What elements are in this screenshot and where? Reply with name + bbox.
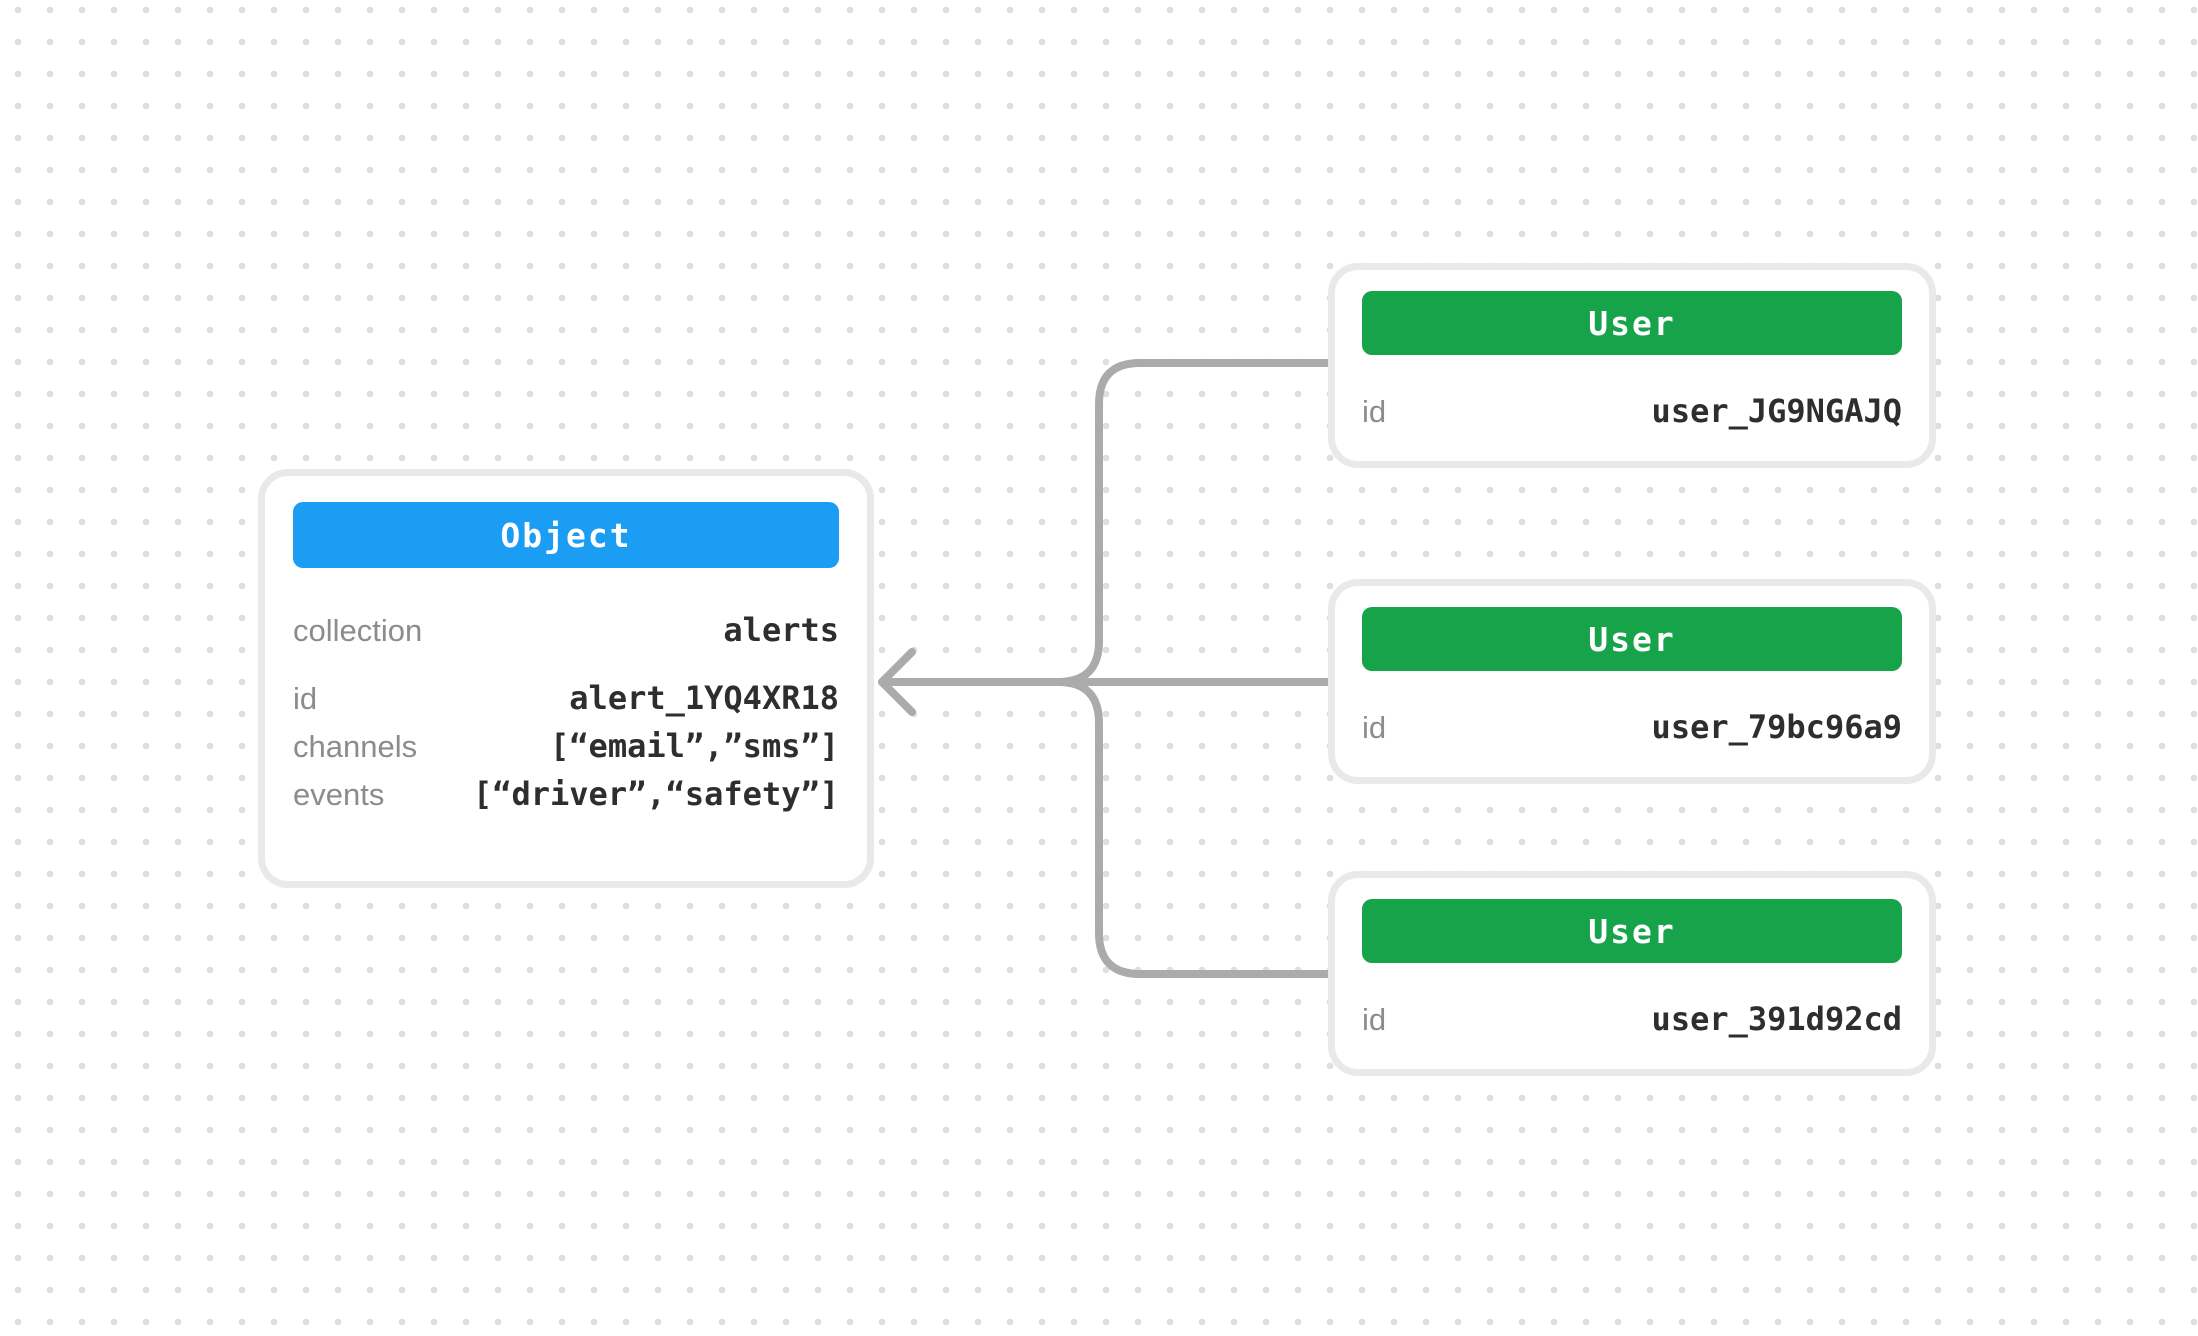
user-node-1[interactable]: User id user_JG9NGAJQ [1328, 263, 1936, 468]
field-label: events [293, 777, 385, 812]
field-value: alerts [723, 611, 839, 649]
field-value: user_391d92cd [1651, 1000, 1902, 1038]
field-value: [“email”,”sms”] [550, 727, 839, 765]
field-row-events: events [“driver”,“safety”] [293, 770, 839, 818]
user-node-3[interactable]: User id user_391d92cd [1328, 871, 1936, 1076]
field-row-channels: channels [“email”,”sms”] [293, 722, 839, 770]
field-value: [“driver”,“safety”] [472, 775, 839, 813]
field-row-id: id user_JG9NGAJQ [1362, 387, 1902, 435]
field-value: user_79bc96a9 [1651, 708, 1902, 746]
user-node-2[interactable]: User id user_79bc96a9 [1328, 579, 1936, 784]
user-node-header: User [1362, 607, 1902, 671]
field-value: alert_1YQ4XR18 [569, 679, 839, 717]
field-label: id [1362, 710, 1387, 745]
field-row-id: id user_391d92cd [1362, 995, 1902, 1043]
object-node-header: Object [293, 502, 839, 568]
field-label: id [293, 681, 318, 716]
field-label: id [1362, 1002, 1387, 1037]
user-node-header: User [1362, 291, 1902, 355]
field-label: collection [293, 613, 423, 648]
field-row-collection: collection alerts [293, 606, 839, 654]
field-row-id: id alert_1YQ4XR18 [293, 674, 839, 722]
arrowhead-left-icon [878, 648, 916, 716]
field-value: user_JG9NGAJQ [1651, 392, 1902, 430]
field-row-id: id user_79bc96a9 [1362, 703, 1902, 751]
field-label: id [1362, 394, 1387, 429]
user-node-header: User [1362, 899, 1902, 963]
field-label: channels [293, 729, 418, 764]
connector-top-branch [1054, 359, 1332, 686]
object-node-fields: collection alerts id alert_1YQ4XR18 chan… [293, 606, 839, 818]
connector-bottom-branch [1054, 678, 1332, 978]
object-node[interactable]: Object collection alerts id alert_1YQ4XR… [258, 469, 874, 888]
